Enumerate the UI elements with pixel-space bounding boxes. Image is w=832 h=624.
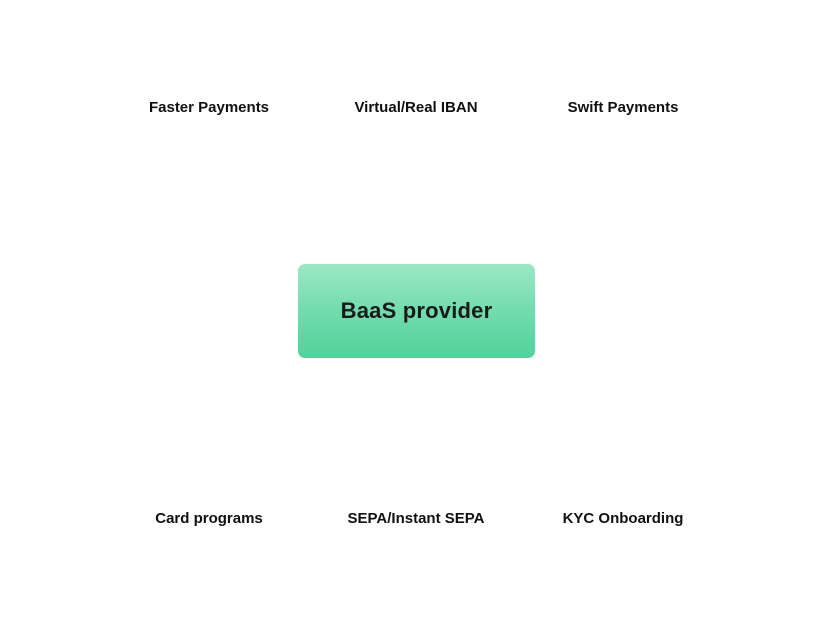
baas-provider-label: BaaS provider xyxy=(340,298,493,323)
service-label-sepa-instant-sepa: SEPA/Instant SEPA xyxy=(347,510,485,527)
service-label-swift-payments: Swift Payments xyxy=(567,99,679,116)
service-label-card-programs: Card programs xyxy=(155,510,263,527)
baas-provider-box: BaaS provider xyxy=(298,264,535,358)
service-label-faster-payments: Faster Payments xyxy=(148,99,270,116)
service-label-virtual-real-iban: Virtual/Real IBAN xyxy=(354,99,478,116)
service-label-kyc-onboarding: KYC Onboarding xyxy=(562,510,684,527)
